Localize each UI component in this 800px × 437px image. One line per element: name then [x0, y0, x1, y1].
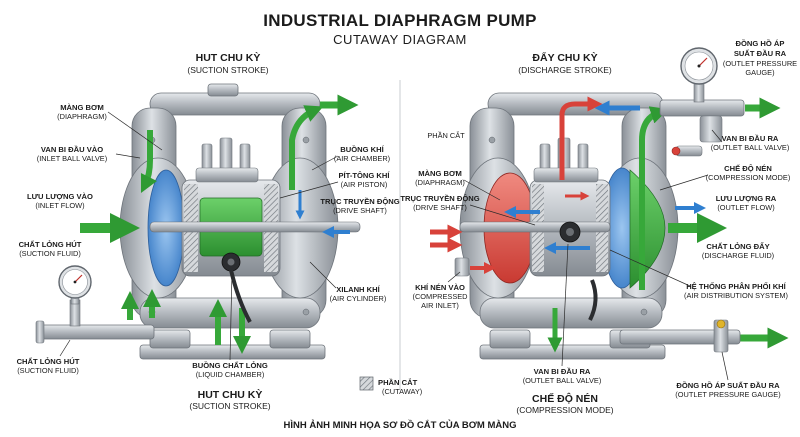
left-pump	[35, 83, 361, 360]
svg-text:(AIR PISTON): (AIR PISTON)	[341, 180, 388, 189]
figure-caption: HÌNH ẢNH MINH HỌA SƠ ĐỒ CẮT CỦA BƠM MÀNG	[284, 419, 517, 431]
label-outlet-gauge-top: ĐỒNG HỒ ÁP	[736, 38, 785, 48]
label-outlet-valve-top: VAN BI ĐẦU RA	[722, 133, 779, 143]
svg-text:(SUCTION STROKE): (SUCTION STROKE)	[189, 401, 270, 411]
pressure-gauge-icon	[680, 47, 718, 85]
right-bottom-heading: CHẾ ĐỘ NÉN	[532, 392, 598, 405]
label-right-drive-shaft: TRỤC TRUYỀN ĐỘNG	[400, 193, 479, 203]
left-labels: MÀNG BƠM (DIAPHRAGM) VAN BI ĐẦU VÀO (INL…	[17, 103, 400, 411]
right-heading: ĐẨY CHU KỲ	[532, 51, 597, 64]
left-bottom-heading: HUT CHU KỲ	[198, 388, 263, 401]
svg-text:(OUTLET PRESSURE GAUGE): (OUTLET PRESSURE GAUGE)	[675, 390, 780, 399]
label-air-cylinder: XILANH KHÍ	[336, 285, 380, 294]
svg-text:AIR INLET): AIR INLET)	[421, 301, 459, 310]
svg-text:(DRIVE SHAFT): (DRIVE SHAFT)	[413, 203, 467, 212]
svg-text:(COMPRESSION MODE): (COMPRESSION MODE)	[706, 173, 791, 182]
svg-text:(LIQUID CHAMBER): (LIQUID CHAMBER)	[196, 370, 265, 379]
svg-text:(INLET BALL VALVE): (INLET BALL VALVE)	[37, 154, 107, 163]
svg-text:(AIR DISTRIBUTION SYSTEM): (AIR DISTRIBUTION SYSTEM)	[684, 291, 788, 300]
label-air-inlet: KHÍ NÉN VÀO	[415, 283, 465, 292]
label-section-cut: PHẦN CẮT	[427, 130, 465, 140]
cutaway-hatch-icon	[359, 376, 374, 391]
label-compression-mode: CHẾ ĐỘ NÉN	[724, 163, 772, 173]
svg-text:(COMPRESSION MODE): (COMPRESSION MODE)	[516, 405, 613, 415]
label-outlet-gauge-bottom: ĐỒNG HỒ ÁP SUẤT ĐẦU RA	[676, 380, 780, 390]
page-subtitle: CUTAWAY DIAGRAM	[333, 32, 467, 47]
svg-text:(DIAPHRAGM): (DIAPHRAGM)	[57, 112, 107, 121]
right-pump	[430, 81, 789, 360]
svg-text:(SUCTION FLUID): (SUCTION FLUID)	[17, 366, 79, 375]
svg-text:(SUCTION FLUID): (SUCTION FLUID)	[19, 249, 81, 258]
label-outlet-valve-bottom: VAN BI ĐẦU RA	[534, 366, 591, 376]
svg-text:(CUTAWAY): (CUTAWAY)	[382, 387, 422, 396]
label-right-diaphragm: MÀNG BƠM	[418, 169, 462, 178]
label-liquid-chamber: BUỒNG CHẤT LỎNG	[192, 360, 268, 370]
label-discharge-fluid: CHẤT LỎNG ĐẨY	[706, 241, 769, 251]
svg-text:(OUTLET BALL VALVE): (OUTLET BALL VALVE)	[711, 143, 790, 152]
cutaway-legend: PHẦN CẮT (CUTAWAY)	[359, 376, 422, 396]
label-outlet-flow: LƯU LƯỢNG RA	[716, 194, 777, 203]
label-drive-shaft: TRỤC TRUYỀN ĐỘNG	[320, 196, 399, 206]
legend-label: PHẦN CẮT	[378, 377, 418, 387]
label-diaphragm: MÀNG BƠM	[60, 103, 104, 112]
left-heading-en: (SUCTION STROKE)	[187, 65, 268, 75]
svg-text:(COMPRESSED: (COMPRESSED	[412, 292, 467, 301]
right-heading-en: (DISCHARGE STROKE)	[518, 65, 612, 75]
label-air-distribution: HỆ THỐNG PHÂN PHỐI KHÍ	[686, 281, 786, 291]
right-labels: PHẦN CẮT MÀNG BƠM (DIAPHRAGM) TRỤC TRUYỀ…	[400, 38, 797, 415]
label-air-chamber: BUỒNG KHÍ	[340, 144, 384, 154]
svg-text:SUẤT ĐẦU RA: SUẤT ĐẦU RA	[734, 48, 787, 58]
pressure-gauge-icon	[58, 265, 92, 305]
svg-text:(AIR CYLINDER): (AIR CYLINDER)	[330, 294, 387, 303]
label-inlet-valve: VAN BI ĐẦU VÀO	[41, 144, 103, 154]
svg-text:(DIAPHRAGM): (DIAPHRAGM)	[415, 178, 465, 187]
svg-text:(INLET FLOW): (INLET FLOW)	[35, 201, 84, 210]
svg-text:(AIR CHAMBER): (AIR CHAMBER)	[334, 154, 390, 163]
page-title: INDUSTRIAL DIAPHRAGM PUMP	[263, 11, 537, 30]
svg-text:(OUTLET BALL VALVE): (OUTLET BALL VALVE)	[523, 376, 602, 385]
svg-text:(DRIVE SHAFT): (DRIVE SHAFT)	[333, 206, 387, 215]
svg-text:(OUTLET PRESSURE: (OUTLET PRESSURE	[723, 59, 797, 68]
label-air-piston: PÍT-TÔNG KHÍ	[338, 171, 390, 180]
left-heading: HUT CHU KỲ	[196, 51, 261, 64]
svg-text:(OUTLET FLOW): (OUTLET FLOW)	[717, 203, 774, 212]
svg-text:GAUGE): GAUGE)	[745, 68, 774, 77]
svg-text:(DISCHARGE FLUID): (DISCHARGE FLUID)	[702, 251, 774, 260]
label-suction-fluid-bottom: CHẤT LỎNG HÚT	[17, 356, 80, 366]
label-inlet-flow: LƯU LƯỢNG VÀO	[27, 192, 93, 201]
label-suction-fluid-mid: CHẤT LỎNG HÚT	[19, 239, 82, 249]
